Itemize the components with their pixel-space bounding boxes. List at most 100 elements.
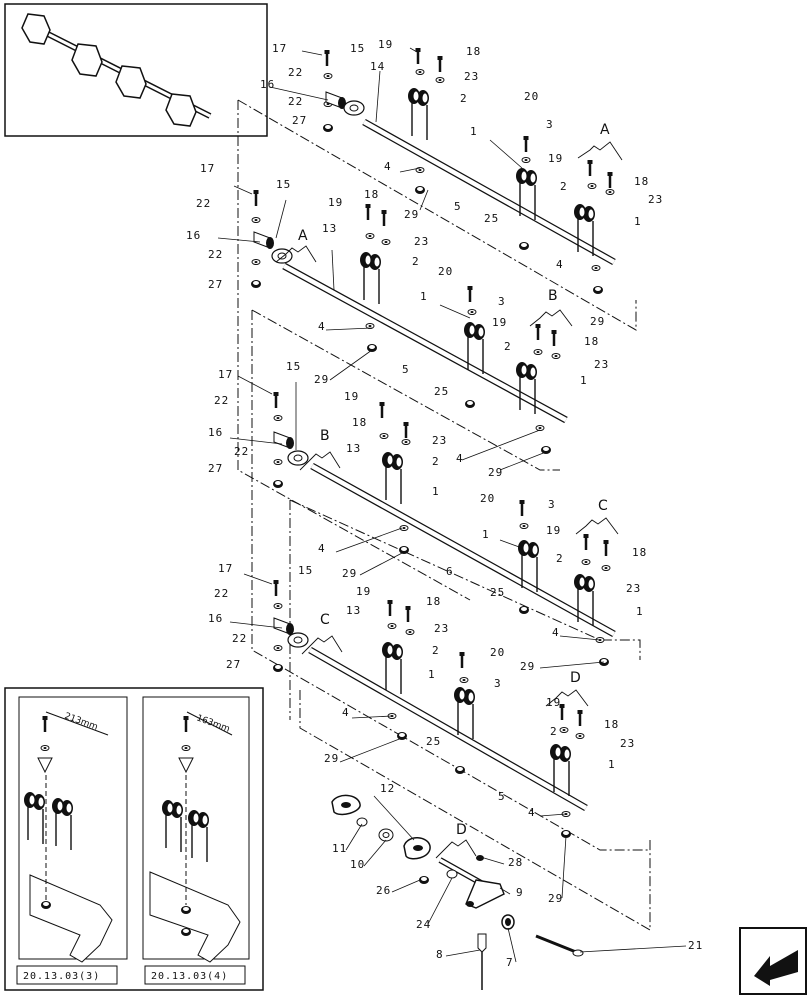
part-label: 5 [402, 363, 410, 376]
part-label: 29 [404, 208, 419, 221]
part-label: 10 [350, 858, 365, 871]
part-label: 4 [556, 258, 564, 271]
part-label: 2 [460, 92, 468, 105]
part-label: 2 [412, 255, 420, 268]
part-label: 23 [464, 70, 479, 83]
part-label: 16 [208, 612, 223, 625]
part-label: 1 [608, 758, 616, 771]
part-label: 22 [232, 632, 247, 645]
part-label: 23 [648, 193, 663, 206]
part-label: 15 [276, 178, 291, 191]
part-label: D [570, 670, 581, 686]
part-label: 1 [470, 125, 478, 138]
part-label: 23 [620, 737, 635, 750]
crank-assembly [331, 794, 584, 990]
part-label: 1 [428, 668, 436, 681]
part-label: 1 [580, 374, 588, 387]
part-label: 20 [438, 265, 453, 278]
part-label: 12 [380, 782, 395, 795]
part-label: B [320, 428, 330, 444]
part-label: 27 [208, 462, 223, 475]
reference-right: 20.13.03(4) [151, 971, 228, 982]
part-label: 22 [214, 394, 229, 407]
part-label: 3 [546, 118, 554, 131]
part-label: 22 [214, 587, 229, 600]
part-label: 1 [432, 485, 440, 498]
part-label: 22 [288, 66, 303, 79]
part-label: 29 [488, 466, 503, 479]
part-label: 2 [560, 180, 568, 193]
part-label: 19 [344, 390, 359, 403]
part-label: 4 [456, 452, 464, 465]
part-label: 20 [490, 646, 505, 659]
part-label: 18 [604, 718, 619, 731]
part-label: 29 [520, 660, 535, 673]
part-label: 25 [434, 385, 449, 398]
part-label: 19 [548, 152, 563, 165]
part-label: 23 [414, 235, 429, 248]
part-label: 19 [378, 38, 393, 51]
part-label: 2 [432, 455, 440, 468]
part-label: 2 [550, 725, 558, 738]
part-label: 27 [208, 278, 223, 291]
part-label: 4 [384, 160, 392, 173]
part-label: 25 [426, 735, 441, 748]
part-label: 25 [484, 212, 499, 225]
part-label: 8 [436, 948, 444, 961]
part-label: 19 [328, 196, 343, 209]
part-label: 17 [200, 162, 215, 175]
part-label: 13 [322, 222, 337, 235]
part-label: 29 [342, 567, 357, 580]
part-label: 9 [516, 886, 524, 899]
shafts [282, 118, 616, 812]
part-label: 5 [454, 200, 462, 213]
part-label: 4 [342, 706, 350, 719]
part-label: 4 [528, 806, 536, 819]
part-label: D [456, 822, 467, 838]
part-label: 4 [318, 320, 326, 333]
part-label: 18 [632, 546, 647, 559]
part-label: 4 [318, 542, 326, 555]
part-label: 16 [186, 229, 201, 242]
part-label: A [298, 228, 308, 244]
spring-variant-inset: 213mm 163mm 20.13.03(3) 20.13.03(4) [4, 687, 264, 991]
part-label: 24 [416, 918, 431, 931]
part-label: 18 [352, 416, 367, 429]
part-label: 15 [286, 360, 301, 373]
part-label: 1 [420, 290, 428, 303]
part-label: 19 [546, 696, 561, 709]
overview-inset [4, 3, 268, 137]
part-label: 29 [590, 315, 605, 328]
part-label: 1 [482, 528, 490, 541]
part-label: 20 [480, 492, 495, 505]
group-brackets [275, 141, 623, 859]
leader-lines [217, 47, 687, 963]
part-label: 2 [504, 340, 512, 353]
part-label: 18 [584, 335, 599, 348]
part-label: 27 [226, 658, 241, 671]
part-label: 23 [626, 582, 641, 595]
part-label: 22 [208, 248, 223, 261]
part-label: 27 [292, 114, 307, 127]
part-label: 19 [492, 316, 507, 329]
part-label: 29 [314, 373, 329, 386]
part-label: 18 [426, 595, 441, 608]
next-page-arrow-icon[interactable] [739, 927, 807, 995]
part-label: 1 [636, 605, 644, 618]
part-label: 13 [346, 442, 361, 455]
part-label: 23 [432, 434, 447, 447]
part-label: 29 [548, 892, 563, 905]
part-label: 18 [634, 175, 649, 188]
part-label: 2 [556, 552, 564, 565]
part-label: 4 [552, 626, 560, 639]
part-label: 16 [260, 78, 275, 91]
part-label: C [320, 612, 330, 628]
part-label: 17 [218, 562, 233, 575]
part-label: 14 [370, 60, 385, 73]
part-label: 18 [466, 45, 481, 58]
part-label: 19 [356, 585, 371, 598]
part-label: 3 [498, 295, 506, 308]
part-label: 11 [332, 842, 347, 855]
reference-left: 20.13.03(3) [23, 971, 100, 982]
part-label: 2 [432, 644, 440, 657]
